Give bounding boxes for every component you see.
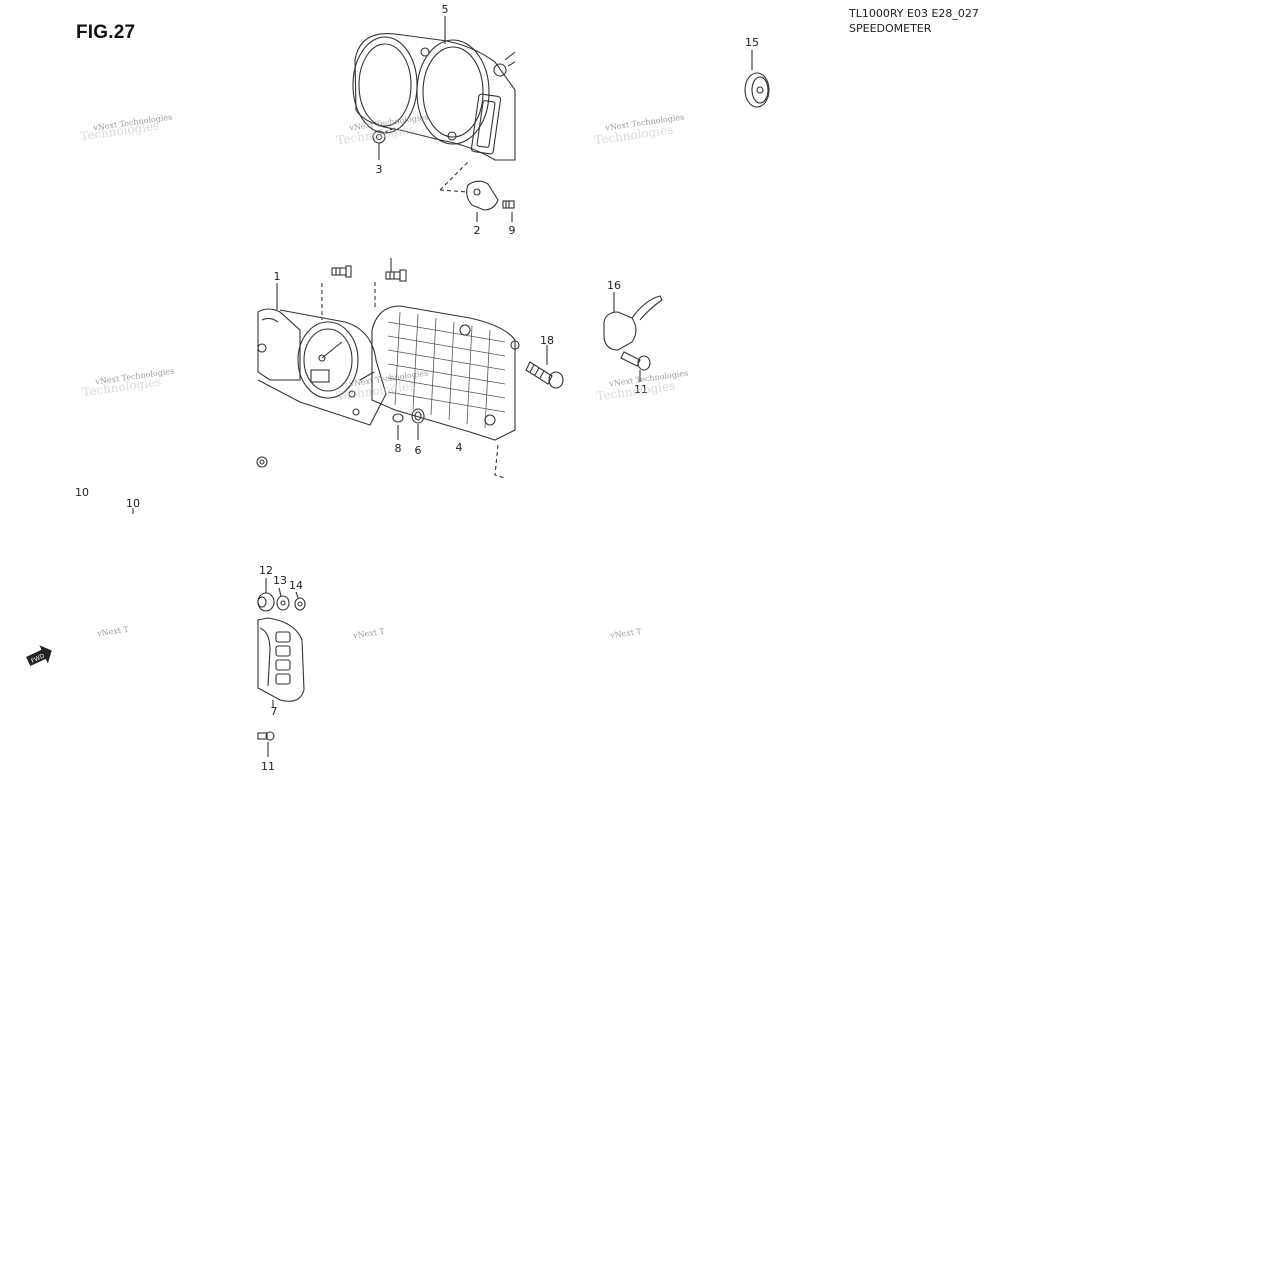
figure-title: FIG.27 (76, 22, 136, 43)
washer-part-13 (276, 587, 290, 611)
sensor-part-16 (603, 292, 663, 351)
callout-16: 16 (607, 279, 621, 292)
callout-5: 5 (441, 3, 449, 16)
callout-11-right: 11 (634, 383, 648, 396)
meter-cover-part (352, 32, 516, 161)
section-title: SPEEDOMETER (849, 22, 932, 35)
indicator-panel-part-7 (257, 617, 305, 707)
callout-2: 2 (473, 224, 481, 237)
bolt-part-18 (525, 345, 564, 389)
cushion-part-12 (257, 578, 275, 612)
callout-18: 18 (540, 334, 554, 347)
figure-header: TL1000RY E03 E28_027 SPEEDOMETER (849, 6, 979, 36)
grommet-part-3 (372, 130, 386, 160)
meter-assembly-part-1 (257, 282, 387, 426)
screw-part-11-bottom (257, 731, 275, 757)
callout-11-bottom: 11 (261, 760, 275, 773)
callout-6: 6 (414, 444, 422, 457)
callout-3: 3 (375, 163, 383, 176)
callout-4: 4 (455, 441, 463, 454)
screw-part-11-right (620, 351, 651, 382)
screw-part-10-right (385, 258, 407, 282)
bracket-part-2 (439, 159, 499, 222)
callout-14: 14 (289, 579, 303, 592)
callout-9-top: 9 (508, 224, 516, 237)
callout-10-left: 10 (75, 486, 89, 499)
meter-case-part-4 (371, 305, 520, 479)
speedometer-gear-part-15 (744, 50, 770, 108)
model-code: TL1000RY E03 E28_027 (849, 7, 979, 20)
callout-7: 7 (270, 705, 278, 718)
callout-13: 13 (273, 574, 287, 587)
nut-part-9 (256, 456, 268, 468)
callout-1: 1 (273, 270, 281, 283)
screw-part-9-top (502, 200, 515, 222)
callout-8: 8 (394, 442, 402, 455)
screw-part-10-left (331, 265, 352, 278)
cushion-part-6 (411, 408, 425, 440)
callout-15: 15 (745, 36, 759, 49)
forward-arrow-icon: FWD (26, 645, 52, 667)
nut-part-14 (294, 591, 306, 611)
spacer-part-8 (392, 413, 404, 440)
callout-10-mid: 10 (126, 497, 140, 510)
callout-12: 12 (259, 564, 273, 577)
